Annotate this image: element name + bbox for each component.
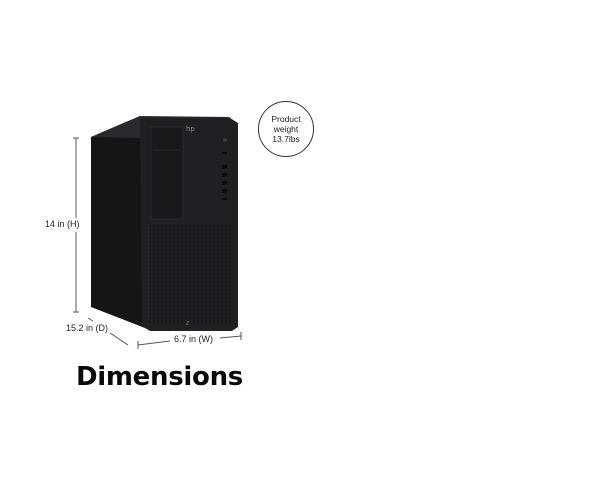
audio-jack xyxy=(222,198,227,200)
usb-port xyxy=(222,152,227,154)
power-button-icon xyxy=(223,138,227,142)
height-label: 14 in (H) xyxy=(45,219,80,229)
section-heading: Dimensions xyxy=(76,362,243,392)
width-dimension-line xyxy=(137,332,242,349)
height-dimension-line xyxy=(73,137,79,313)
weight-label-line2: weight xyxy=(273,124,299,134)
tower-side-panel xyxy=(91,116,150,330)
usb-port xyxy=(222,165,227,169)
usb-port xyxy=(222,189,227,193)
weight-value: 13.7lbs xyxy=(272,134,300,144)
z-logo-icon: Z xyxy=(186,321,190,327)
depth-dimension-line xyxy=(87,317,129,346)
weight-label-line1: Product xyxy=(271,114,301,124)
width-label: 6.7 in (W) xyxy=(174,334,214,344)
product-weight-badge: Product weight 13.7lbs xyxy=(258,101,314,157)
vent-grille xyxy=(150,224,232,322)
usb-port xyxy=(222,173,227,177)
drive-bay xyxy=(150,126,184,220)
hp-logo-icon: hp xyxy=(186,125,195,133)
depth-label: 15.2 in (D) xyxy=(66,323,109,333)
usb-port xyxy=(222,181,227,185)
